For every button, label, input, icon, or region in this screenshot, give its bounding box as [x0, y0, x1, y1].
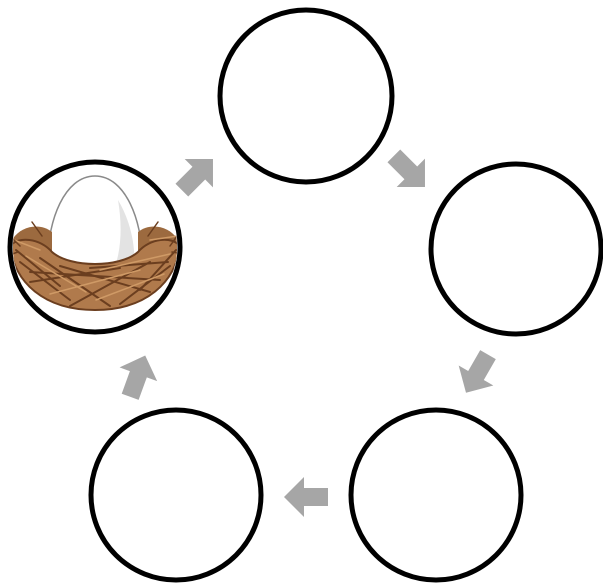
- arrow-1-to-2: [168, 145, 227, 204]
- stage-circle-2: [220, 10, 392, 182]
- stage-circle-4: [351, 410, 521, 580]
- arrow-2-to-3: [380, 142, 439, 201]
- arrow-3-to-4: [449, 345, 506, 403]
- stage-circle-3: [431, 164, 601, 334]
- stage-circle-5: [91, 410, 261, 580]
- arrow-4-to-5: [284, 477, 328, 517]
- arrow-5-to-1: [111, 349, 164, 404]
